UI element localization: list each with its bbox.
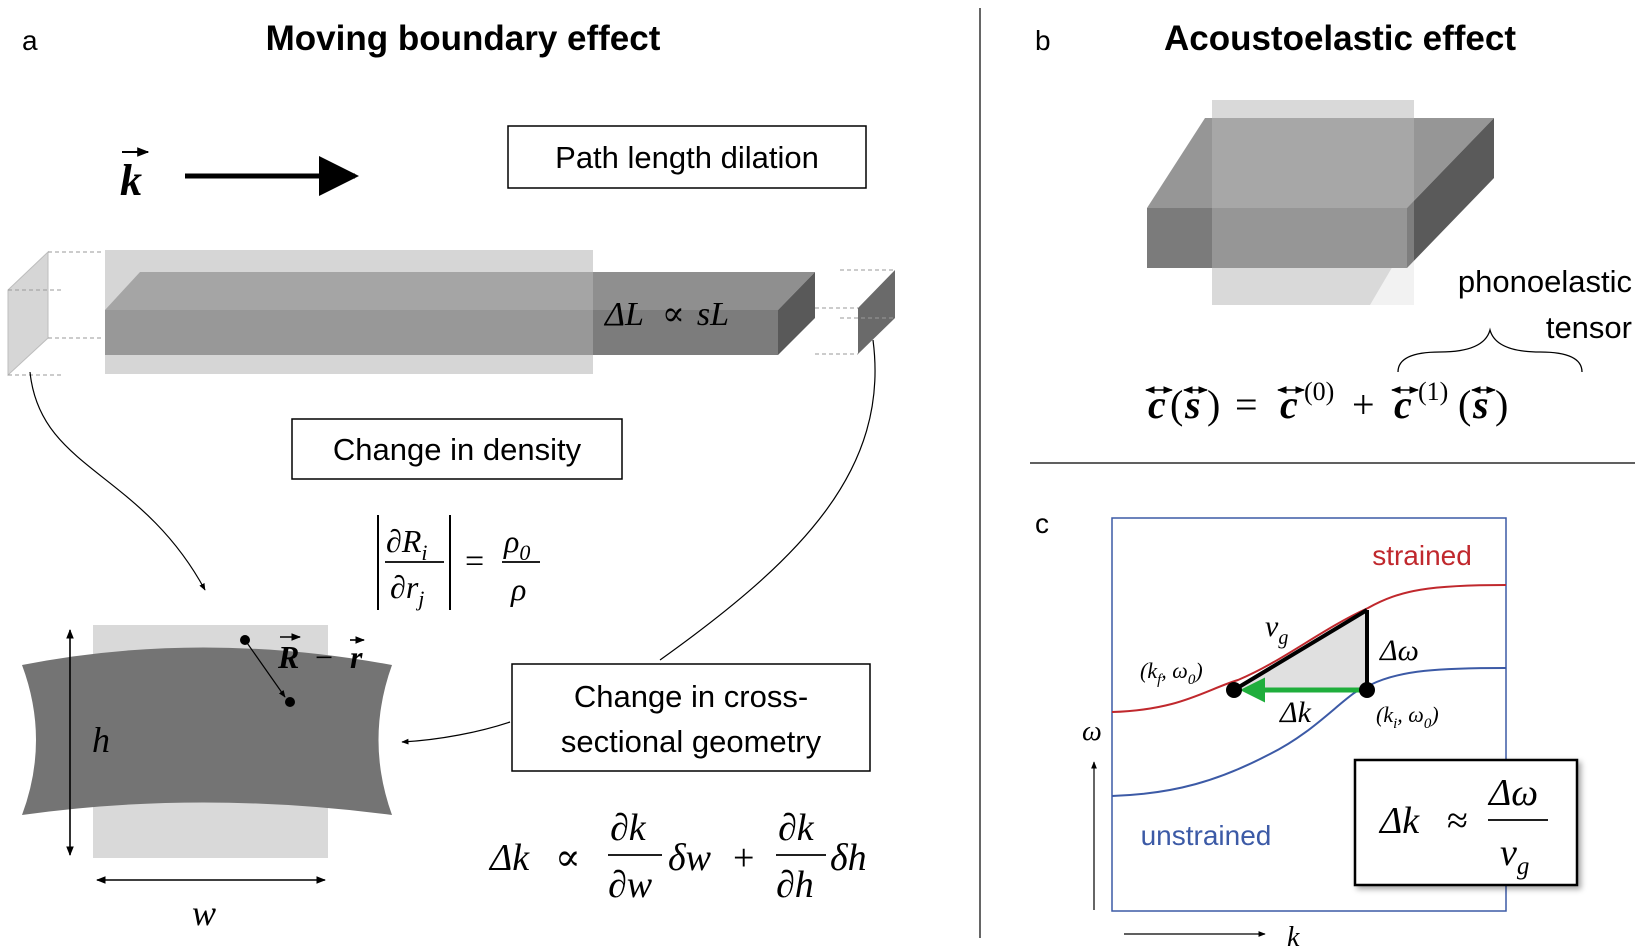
unstrained-label: unstrained xyxy=(1141,820,1272,851)
connector-left-to-cross-section xyxy=(29,371,206,591)
svg-text:s: s xyxy=(1472,382,1489,427)
delta-k-label: Δk xyxy=(1279,696,1312,729)
displacement-vector: R − r xyxy=(240,633,365,707)
svg-text:Δk: Δk xyxy=(488,837,530,879)
svg-text:R: R xyxy=(277,639,299,675)
svg-text:+: + xyxy=(733,837,754,879)
delta-k-approx-box: Δk ≈ Δω vg xyxy=(1353,758,1579,887)
point-kf xyxy=(1226,682,1242,698)
svg-text:(1): (1) xyxy=(1418,377,1448,406)
connector-box-to-shape xyxy=(401,721,511,745)
svg-text:∂Ri: ∂Ri xyxy=(386,523,427,565)
svg-text:δw: δw xyxy=(668,837,712,879)
panel-c-letter: c xyxy=(1035,508,1049,539)
deformed-cross-section xyxy=(22,625,392,858)
height-label: h xyxy=(92,720,110,760)
delta-l-equation: ΔL∝sL xyxy=(603,296,729,333)
svg-text:): ) xyxy=(1207,382,1220,427)
phonoelastic-brace xyxy=(1397,327,1583,373)
dispersion-plot-frame xyxy=(1111,517,1507,912)
strained-curve xyxy=(1111,584,1507,713)
svg-text:−: − xyxy=(315,639,333,675)
panel-a-letter: a xyxy=(22,25,38,56)
svg-text:∂k: ∂k xyxy=(610,807,647,849)
svg-text:c: c xyxy=(1280,382,1298,427)
svg-text:Δω: Δω xyxy=(1487,772,1538,814)
stretched-bar xyxy=(105,250,815,374)
svg-text:r: r xyxy=(350,639,363,675)
omega-axis-label: ω xyxy=(1082,716,1102,747)
svg-text:sectional geometry: sectional geometry xyxy=(561,724,822,759)
strained-block xyxy=(1147,100,1494,305)
ki-point-label: (ki, ω0) xyxy=(1376,702,1439,732)
acoustoelastic-equation: c ( s ) = c (0) + c (1) ( s ) xyxy=(1145,377,1508,427)
width-label: w xyxy=(192,893,216,933)
panel-b-letter: b xyxy=(1035,25,1051,56)
svg-text:≈: ≈ xyxy=(1447,800,1468,842)
svg-text:ρ0: ρ0 xyxy=(503,523,530,565)
svg-text:∂k: ∂k xyxy=(778,807,815,849)
phonoelastic-label-line2: tensor xyxy=(1546,310,1632,345)
svg-text:δh: δh xyxy=(830,837,867,879)
right-cross-section xyxy=(815,269,895,355)
svg-text:ρ: ρ xyxy=(510,571,526,607)
k-vector-label: k xyxy=(120,147,150,205)
point-ki xyxy=(1359,682,1375,698)
svg-text:(: ( xyxy=(1170,382,1183,427)
change-in-density-box: Change in density xyxy=(291,418,623,480)
svg-text:Change in cross-: Change in cross- xyxy=(574,679,808,714)
svg-text:c: c xyxy=(1148,382,1166,427)
svg-text:k: k xyxy=(120,156,142,205)
delta-k-equation: Δk ∝ ∂k ∂w δw + ∂k ∂h δh xyxy=(488,807,867,906)
unstrained-curve xyxy=(1111,667,1507,797)
svg-text:): ) xyxy=(1495,382,1508,427)
strained-label: strained xyxy=(1372,540,1472,571)
kf-point-label: (kf, ω0) xyxy=(1140,658,1203,688)
phonoelastic-label-line1: phonoelastic xyxy=(1458,264,1632,299)
vg-label: vg xyxy=(1265,610,1288,649)
density-equation: ∂Ri ∂rj = ρ0 ρ xyxy=(377,515,540,611)
left-cross-section xyxy=(7,250,102,377)
svg-text:∂w: ∂w xyxy=(608,864,653,906)
svg-text:=: = xyxy=(1235,382,1258,427)
svg-text:(: ( xyxy=(1458,382,1471,427)
cross-section-change-box: Change in cross- sectional geometry xyxy=(511,663,871,772)
svg-text:Δk: Δk xyxy=(1378,800,1420,842)
delta-omega-label: Δω xyxy=(1379,634,1419,667)
svg-text:=: = xyxy=(465,543,484,580)
svg-text:∂rj: ∂rj xyxy=(390,569,424,611)
svg-text:c: c xyxy=(1394,382,1412,427)
connector-right-to-cross-section-box xyxy=(659,339,876,661)
group-velocity-line xyxy=(1232,608,1369,692)
panel-a-title: Moving boundary effect xyxy=(266,19,661,58)
path-length-dilation-box: Path length dilation xyxy=(507,125,867,189)
svg-text:(0): (0) xyxy=(1304,377,1334,406)
svg-text:Change in density: Change in density xyxy=(333,432,582,467)
svg-text:Path length dilation: Path length dilation xyxy=(555,140,819,175)
panel-b-title: Acoustoelastic effect xyxy=(1164,19,1516,58)
svg-text:∝: ∝ xyxy=(555,837,581,879)
svg-text:+: + xyxy=(1352,382,1375,427)
svg-text:∂h: ∂h xyxy=(776,864,814,906)
svg-text:vg: vg xyxy=(1500,832,1529,880)
svg-text:s: s xyxy=(1184,382,1201,427)
k-axis-label: k xyxy=(1287,922,1300,951)
